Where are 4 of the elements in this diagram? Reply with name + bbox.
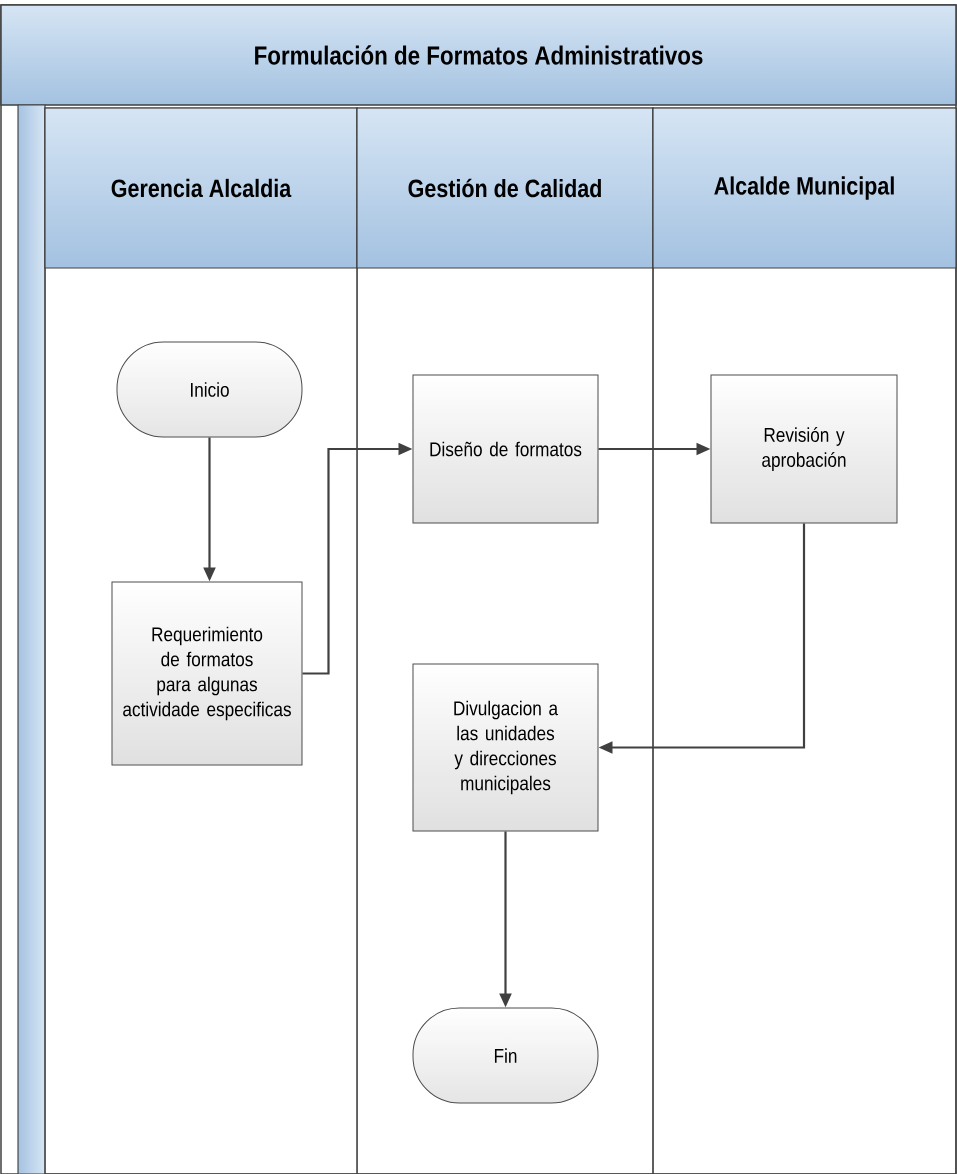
process-box: Revisión y aprobación	[710, 374, 898, 524]
process-box: Diseño de formatos	[412, 374, 599, 524]
process-box: Divulgacion a las unidades y direcciones municipales	[412, 663, 599, 832]
process-box: Requerimiento de formatos para algunas actividade especificas	[111, 581, 303, 766]
